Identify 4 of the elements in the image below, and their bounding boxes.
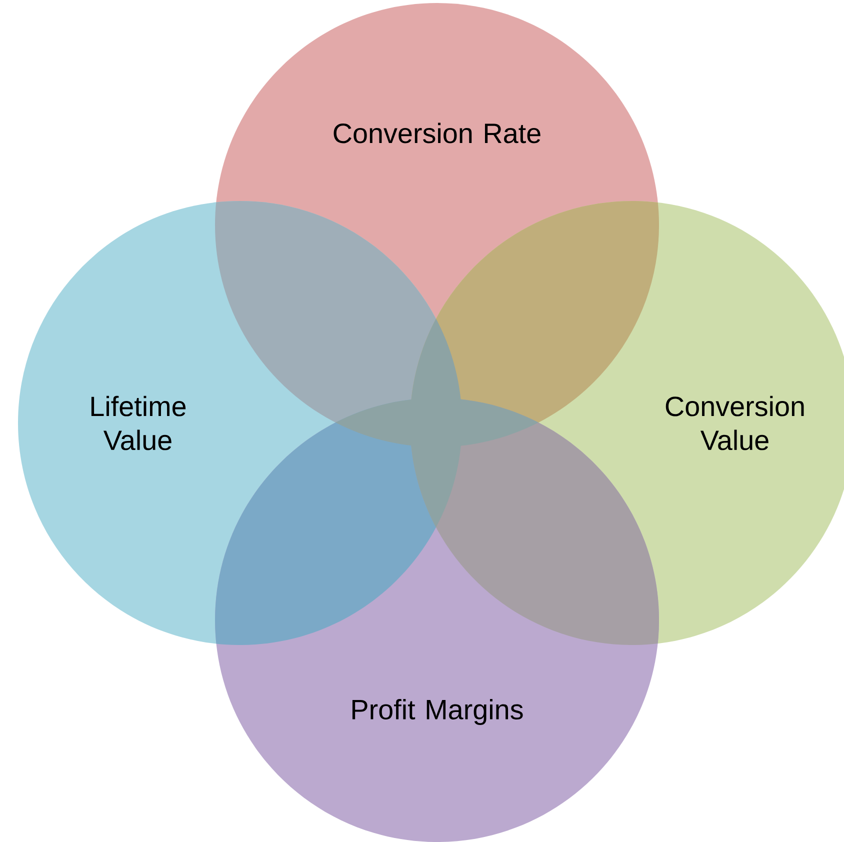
circle-label: Lifetime Value: [91, 396, 186, 450]
circle-label: Conversion Rate: [334, 122, 540, 144]
circle-label: Profit Margins: [352, 699, 523, 725]
circle-label: Conversion Value: [666, 396, 804, 450]
